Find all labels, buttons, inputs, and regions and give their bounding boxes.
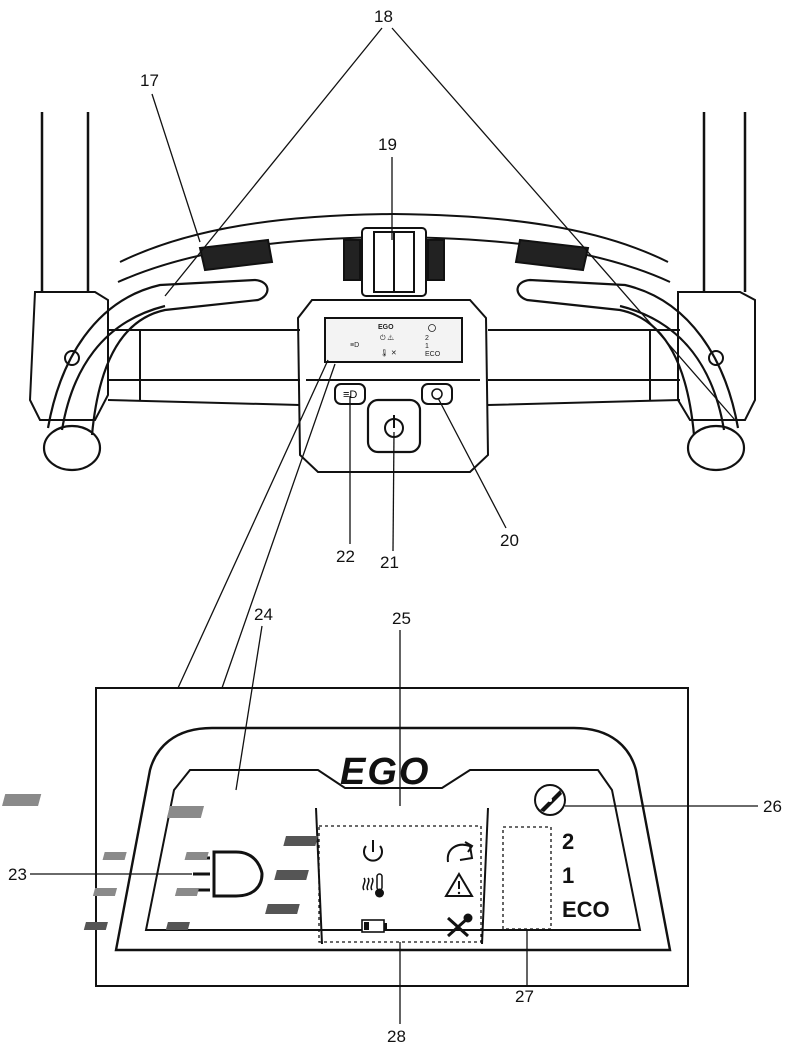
ego-logo: EGO bbox=[340, 751, 430, 793]
zoom-line-left bbox=[177, 359, 329, 689]
speed-label-eco: ECO bbox=[562, 897, 610, 922]
speed-led-1 bbox=[274, 870, 309, 880]
blade-button[interactable] bbox=[421, 383, 453, 405]
console-mini-display: EGO ≡D ⏻ ⚠ 🌡 ✕ 2 1 ECO bbox=[350, 324, 441, 358]
mini-logo: EGO bbox=[378, 324, 394, 331]
mini-blade-icon bbox=[428, 324, 436, 332]
headlight-button-icon: ≡D bbox=[343, 389, 357, 401]
mini-speed-eco: ECO bbox=[425, 351, 441, 358]
leader-21 bbox=[392, 431, 395, 552]
speed-led-2 bbox=[283, 836, 318, 846]
bail-led bbox=[184, 852, 209, 860]
callout-17: 17 bbox=[140, 71, 159, 90]
bail-handle-icon bbox=[446, 841, 474, 863]
callout-26: 26 bbox=[763, 797, 782, 816]
callout-24: 24 bbox=[254, 605, 273, 624]
handle-tubes bbox=[40, 112, 747, 292]
power-icon bbox=[363, 840, 383, 862]
enlarged-panel: EGO bbox=[2, 687, 689, 987]
callout-18: 18 bbox=[374, 7, 393, 26]
warning-icon bbox=[444, 872, 474, 897]
callout-28: 28 bbox=[387, 1027, 406, 1046]
status-indicator-group bbox=[318, 825, 482, 943]
center-latch bbox=[343, 227, 445, 297]
battery-led bbox=[83, 922, 108, 930]
leader-18-right bbox=[391, 27, 736, 421]
lower-callouts: 24 25 23 26 28 27 bbox=[8, 605, 782, 1046]
callout-23: 23 bbox=[8, 865, 27, 884]
temperature-icon bbox=[362, 873, 384, 898]
zoom-line-right bbox=[221, 363, 336, 689]
mower-handle-assembly: EGO ≡D ⏻ ⚠ 🌡 ✕ 2 1 ECO ≡D bbox=[28, 112, 756, 473]
callout-27: 27 bbox=[515, 987, 534, 1006]
panel-bezel-inner bbox=[144, 769, 642, 931]
blade-button-icon bbox=[431, 388, 443, 400]
status-led bbox=[166, 806, 205, 818]
headlight-indicator-led bbox=[2, 794, 42, 806]
side-brackets bbox=[28, 291, 756, 421]
leader-17 bbox=[151, 93, 201, 243]
callout-20: 20 bbox=[500, 531, 519, 550]
leader-18-left bbox=[164, 27, 383, 297]
mini-headlight-icon: ≡D bbox=[350, 342, 359, 349]
center-console bbox=[296, 299, 490, 473]
service-tools-icon bbox=[446, 913, 473, 938]
mini-speed-2: 2 bbox=[425, 335, 429, 342]
speed-led-eco bbox=[265, 904, 300, 914]
service-led bbox=[165, 922, 190, 930]
speed-label-1: 1 bbox=[562, 863, 574, 888]
battery-icon bbox=[361, 919, 387, 933]
panel-bezel-outer bbox=[114, 726, 672, 952]
power-led bbox=[102, 852, 127, 860]
callout-19: 19 bbox=[378, 135, 397, 154]
leader-20 bbox=[437, 397, 507, 529]
speed-label-2: 2 bbox=[562, 829, 574, 854]
bail-handles bbox=[42, 278, 746, 472]
blade-icon bbox=[534, 784, 566, 816]
upper-callouts: 18 17 19 20 21 22 bbox=[140, 7, 736, 572]
leader-24 bbox=[235, 625, 263, 791]
mini-speed-1: 1 bbox=[425, 343, 429, 350]
mini-status-icons: ⏻ ⚠ bbox=[380, 334, 394, 342]
warning-led bbox=[174, 888, 200, 896]
mini-status-icons-2: 🌡 ✕ bbox=[380, 349, 397, 357]
lower-body bbox=[107, 329, 681, 406]
callout-25: 25 bbox=[392, 609, 411, 628]
center-divider-right bbox=[481, 807, 489, 945]
panel-frame bbox=[95, 687, 689, 987]
callout-22: 22 bbox=[336, 547, 355, 566]
callout-21: 21 bbox=[380, 553, 399, 572]
temperature-led bbox=[92, 888, 118, 896]
